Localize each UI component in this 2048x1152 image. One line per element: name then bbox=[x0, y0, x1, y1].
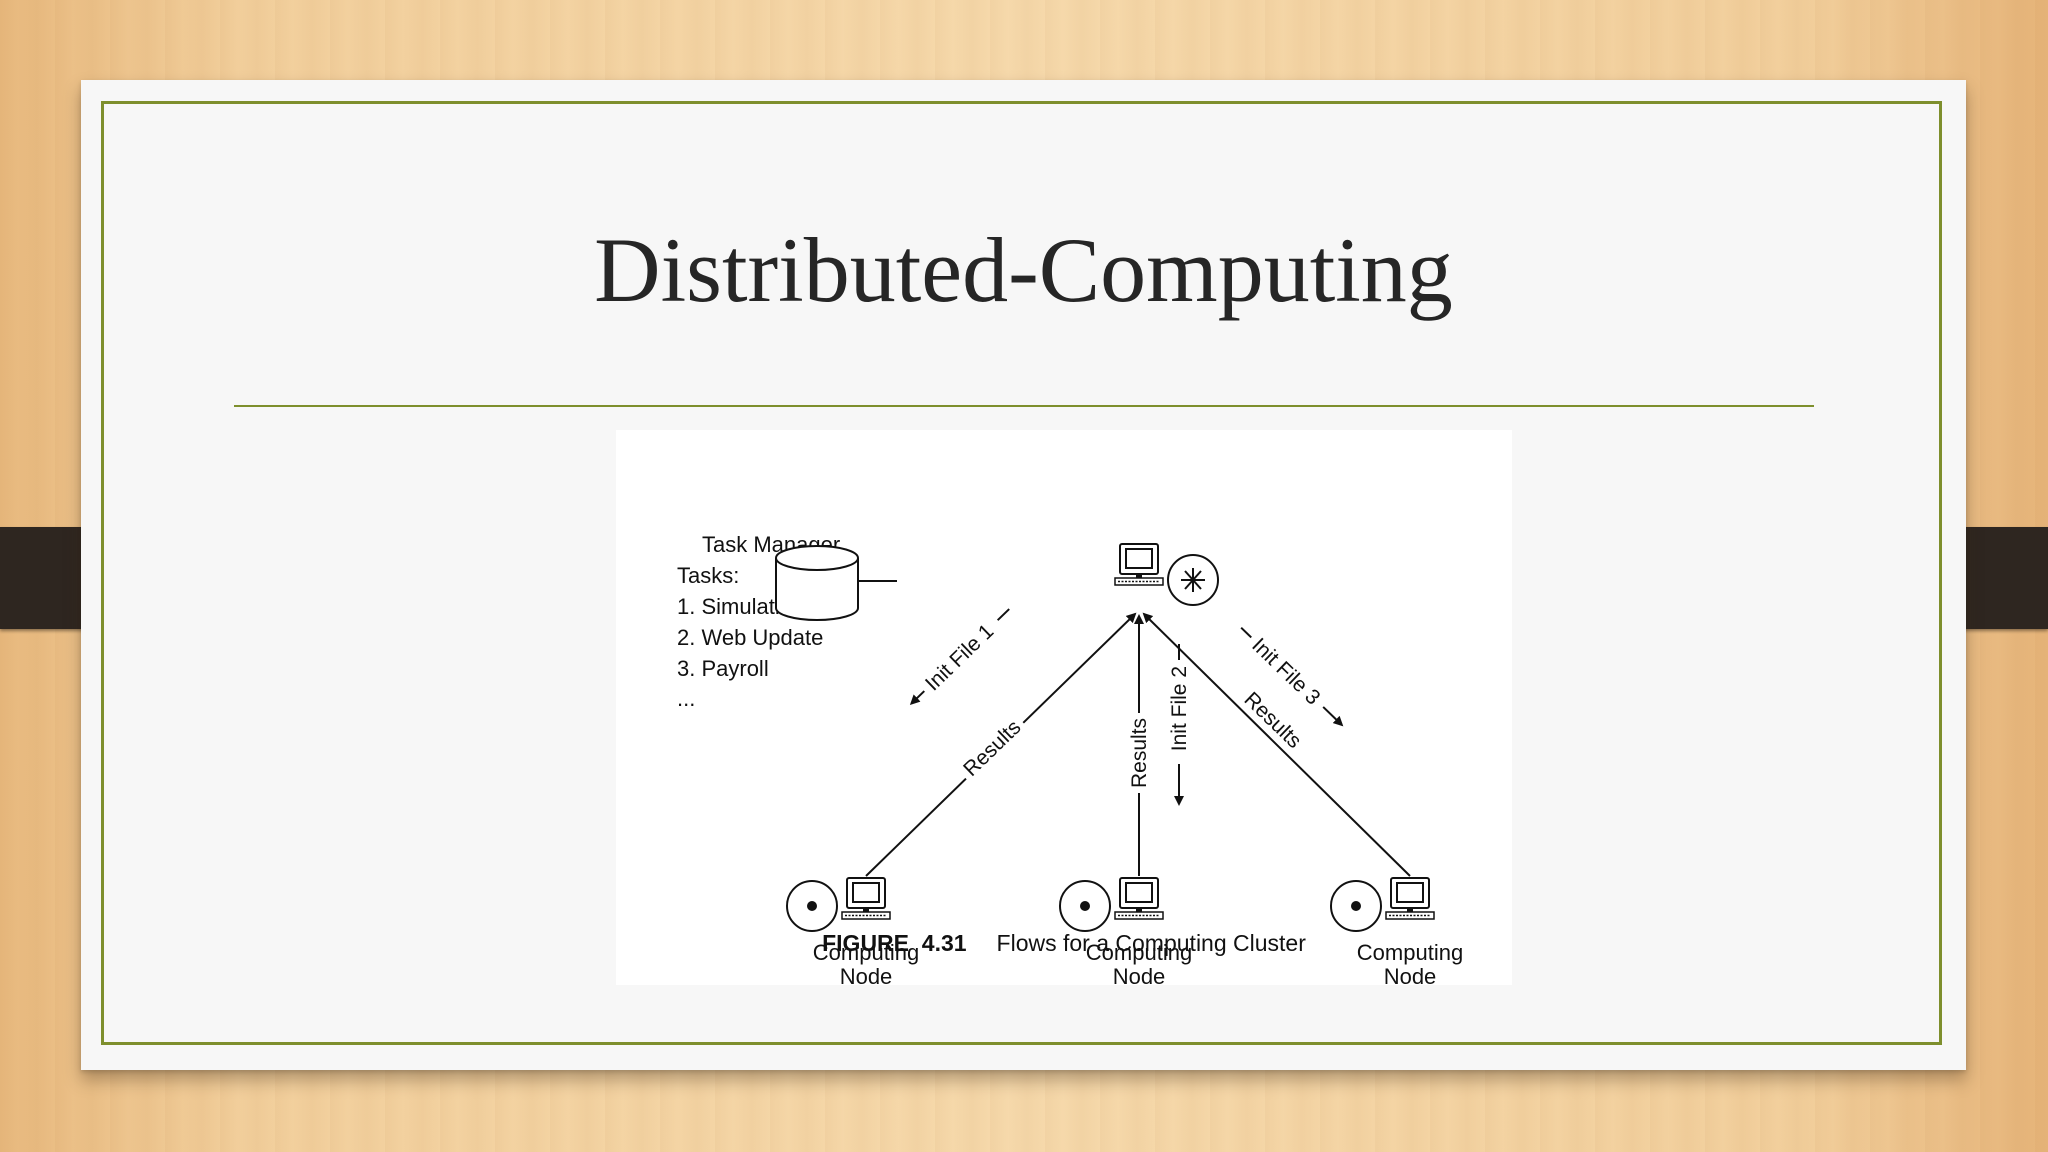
svg-text:Results: Results bbox=[1128, 718, 1151, 788]
node-3-computer-icon bbox=[1385, 877, 1435, 920]
node-1-label-line2: Node bbox=[840, 964, 893, 985]
slide-border-frame bbox=[101, 101, 1942, 1045]
title-divider bbox=[234, 405, 1814, 407]
cluster-flow-diagram: Task Manager Tasks: 1. Simulation 2. Web… bbox=[677, 532, 1463, 985]
database-cylinder-icon bbox=[775, 545, 859, 621]
scheduler-icon bbox=[1167, 554, 1219, 606]
node-3-label-line2: Node bbox=[1384, 964, 1437, 985]
node-1-label-line1: Computing bbox=[813, 940, 919, 965]
init-file-2-flow: Init File 2 bbox=[1168, 644, 1191, 806]
node-1-disc-icon bbox=[786, 880, 838, 932]
tasks-label: Tasks: bbox=[677, 563, 739, 588]
svg-text:Init File 1: Init File 1 bbox=[921, 620, 998, 696]
computing-node-2: Computing Node bbox=[1059, 877, 1192, 985]
init-file-3-flow: Init File 3 bbox=[1240, 626, 1344, 727]
figure-caption-text: Flows for a Computing Cluster bbox=[996, 930, 1306, 956]
slide-title: Distributed-Computing bbox=[594, 219, 1453, 321]
node-2-label-line2: Node bbox=[1113, 964, 1166, 985]
task-item-2: 2. Web Update bbox=[677, 625, 823, 650]
node-2-label-line1: Computing bbox=[1086, 940, 1192, 965]
figure-caption-number: FIGURE 4.31 bbox=[822, 930, 967, 956]
node-1-computer-icon bbox=[841, 877, 891, 920]
slide: Distributed-Computing bbox=[81, 80, 1966, 1070]
node-2-computer-icon bbox=[1114, 877, 1164, 920]
svg-text:Results: Results bbox=[959, 716, 1025, 781]
manager-computer-icon bbox=[1114, 543, 1164, 586]
computing-node-3: Computing Node bbox=[1330, 877, 1463, 985]
task-item-more: ... bbox=[677, 686, 695, 711]
figure-caption: FIGURE 4.31 Flows for a Computing Cluster bbox=[616, 930, 1512, 957]
node-2-disc-icon bbox=[1059, 880, 1111, 932]
results-label-2: Results bbox=[1125, 713, 1151, 793]
cluster-flow-figure: Task Manager Tasks: 1. Simulation 2. Web… bbox=[616, 430, 1512, 985]
flow-line-node-3 bbox=[1142, 612, 1411, 877]
svg-text:Init File 2: Init File 2 bbox=[1168, 666, 1191, 751]
svg-text:Results: Results bbox=[1239, 688, 1305, 753]
node-3-label-line1: Computing bbox=[1357, 940, 1463, 965]
computing-node-1: Computing Node bbox=[786, 877, 919, 985]
task-item-3: 3. Payroll bbox=[677, 656, 769, 681]
results-label-1: Results bbox=[953, 710, 1030, 785]
node-3-disc-icon bbox=[1330, 880, 1382, 932]
init-file-1-flow: Init File 1 bbox=[909, 608, 1010, 705]
